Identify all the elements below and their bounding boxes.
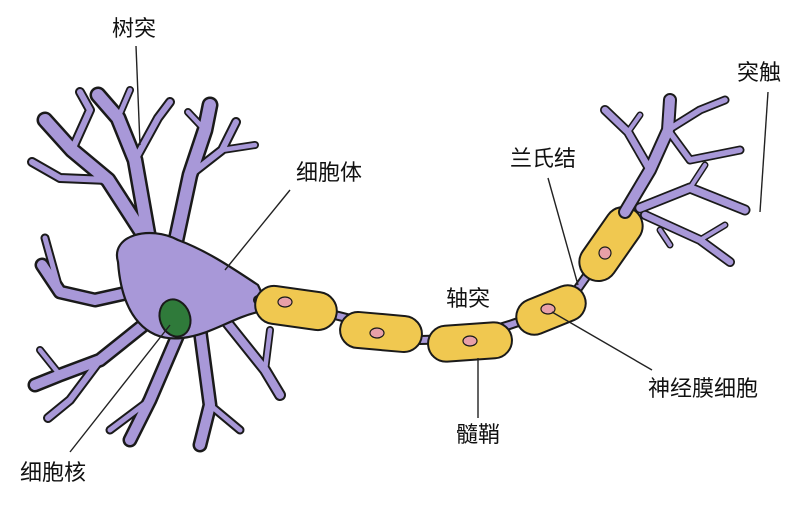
label-myelin: 髓鞘 [456, 423, 500, 448]
myelin-segment [578, 205, 644, 283]
myelin-sheath [254, 205, 644, 363]
label-nucleus: 细胞核 [20, 461, 86, 486]
label-dendrite: 树突 [112, 17, 156, 42]
leader-soma [224, 189, 291, 271]
cell-nucleus [158, 298, 192, 338]
leader-terminal [759, 91, 769, 213]
label-axon: 轴突 [446, 287, 490, 312]
leader-node [547, 177, 579, 286]
leader-lines [69, 45, 769, 453]
label-schwann: 神经膜细胞 [648, 377, 758, 402]
leader-schwann [551, 311, 653, 371]
labels: 树突 细胞体 细胞核 轴突 髓鞘 兰氏结 神经膜细胞 突触 [20, 17, 781, 486]
myelin-segment [254, 284, 338, 332]
schwann-nuclei [277, 246, 612, 347]
dendrites [27, 86, 286, 453]
label-terminal: 突触 [737, 61, 781, 86]
label-soma: 细胞体 [296, 161, 362, 186]
axon-terminal [600, 93, 751, 267]
label-node: 兰氏结 [510, 147, 576, 172]
leader-nucleus [69, 324, 171, 453]
leader-dendrite [135, 45, 141, 146]
